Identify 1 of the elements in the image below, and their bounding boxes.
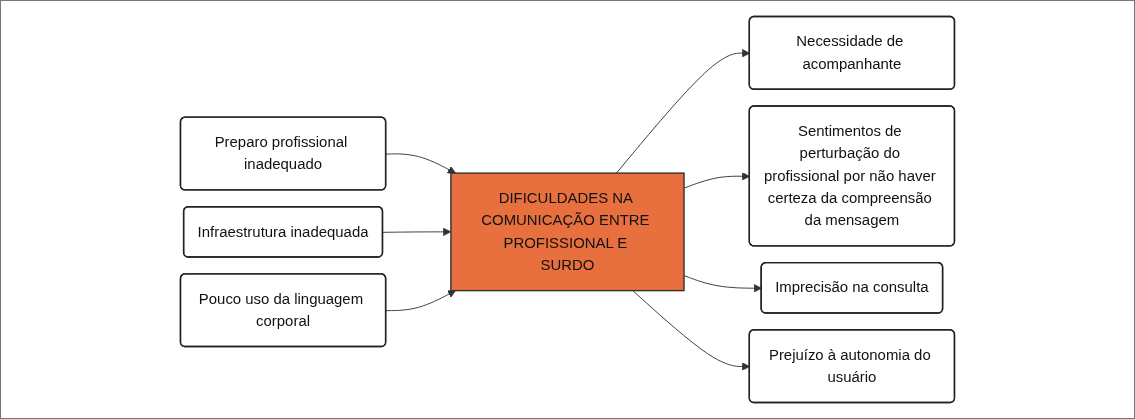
node-box: DIFICULDADES NA COMUNICAÇÃO ENTRE PROFISSIONAL E SURDO	[450, 172, 685, 292]
